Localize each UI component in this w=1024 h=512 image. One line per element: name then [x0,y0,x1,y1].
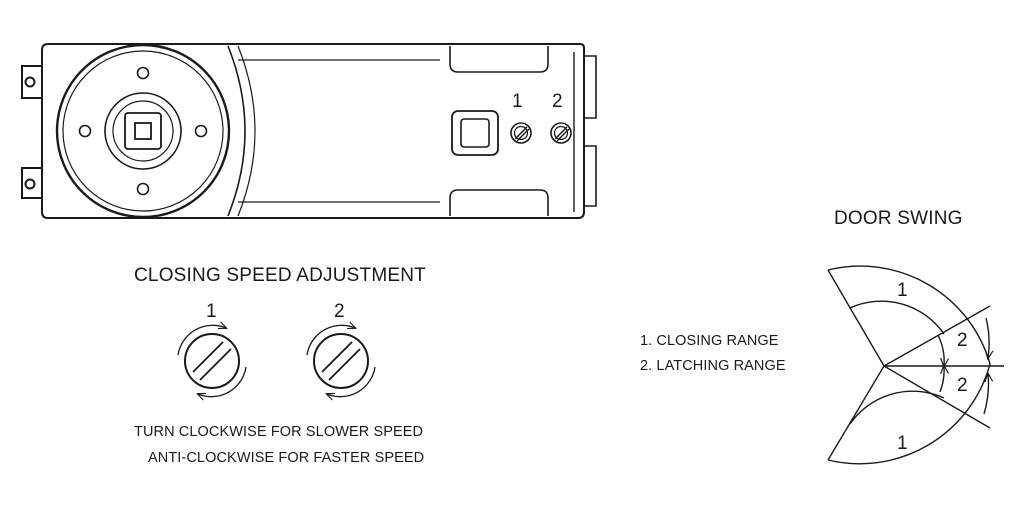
mounting-tab-bottom [21,167,42,199]
swing-upper-boundary [827,269,885,367]
swing-lower-boundary [827,365,885,461]
zone-label-lower-closing: 1 [897,433,908,454]
swing-outer-arc [827,265,991,465]
door-swing-title: DOOR SWING [834,208,963,229]
screw-label-1: 1 [512,91,523,112]
valve-symbol-1 [177,325,247,396]
disc-bolt-hole [136,182,150,196]
valve-screw-2 [550,122,572,144]
valve-label-1: 1 [206,301,217,322]
disc-bolt-hole [78,124,92,138]
spindle-hub [104,92,182,170]
instruction-line-2: ANTI-CLOCKWISE FOR FASTER SPEED [148,450,425,466]
speed-adjustment-title: CLOSING SPEED ADJUSTMENT [134,265,426,286]
closer-housing-outline [41,43,585,219]
spindle-disc-outer [55,43,231,219]
latch-arrow-lower-outer [983,374,988,415]
door-closer-body [21,43,597,219]
spindle-square-inner [134,122,152,140]
adjustment-button-inner [460,118,490,148]
zone-label-lower-latching: 2 [957,375,968,396]
mounting-hole-bottom [24,178,36,190]
legend-closing-range: 1. CLOSING RANGE [640,333,779,349]
disc-bolt-hole [194,124,208,138]
latch-arrow-upper-outer [986,317,989,358]
valve-symbol-2 [306,325,376,396]
end-cap-bottom [584,145,597,207]
mounting-hole-top [24,76,36,88]
latch-boundary-upper [883,305,991,367]
latch-arrow-lower [939,366,944,393]
spindle-disc-inner [62,50,224,212]
latch-boundary-lower [883,365,991,429]
screw-label-2: 2 [552,91,563,112]
zone-label-upper-latching: 2 [957,330,968,351]
mounting-tab-top [21,65,42,99]
spindle-square-outer [124,112,162,150]
valve-label-2: 2 [334,301,345,322]
lower-slot [449,189,549,216]
legend-latching-range: 2. LATCHING RANGE [640,358,786,374]
instruction-line-1: TURN CLOCKWISE FOR SLOWER SPEED [134,424,424,440]
disc-bolt-hole [136,66,150,80]
upper-slot [449,46,549,73]
door-swing-diagram [827,265,1004,465]
swing-inner-arc-upper [849,300,945,335]
end-cap-top [584,55,597,119]
zone-label-upper-closing: 1 [897,280,908,301]
adjustment-button-outer [451,110,499,156]
valve-screw-1 [510,122,532,144]
swing-inner-arc-lower [849,390,945,425]
latch-arrow-upper [937,334,944,366]
